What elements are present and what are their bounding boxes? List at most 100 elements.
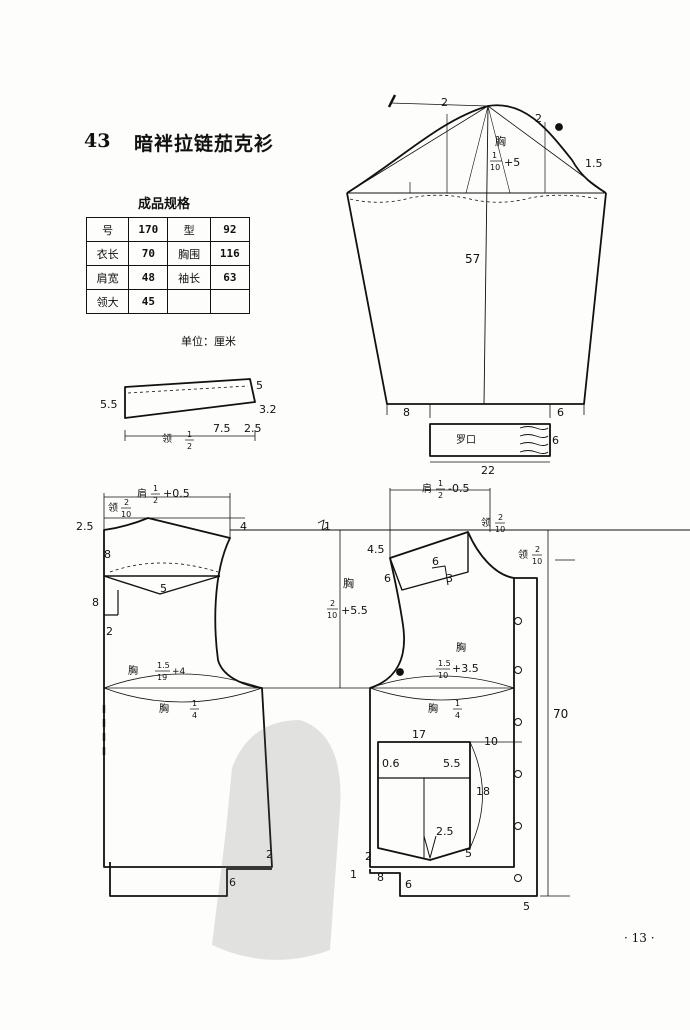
front-label: 胸 [428, 702, 438, 715]
collar-pattern [124, 378, 256, 441]
back-label: 2 [124, 498, 129, 507]
table-cell: 衣长 [85, 241, 130, 266]
back-outline [103, 517, 273, 868]
front-label: 4 [455, 711, 460, 720]
sleeve-label: 57 [465, 252, 480, 266]
back-chest-arc [103, 687, 263, 703]
pocket-depth-arc [469, 741, 483, 849]
sleeve-cap-guide [487, 105, 511, 194]
collar-label: 2 [187, 442, 192, 451]
back-label: 1 [192, 699, 197, 708]
table-cell: 170 [128, 217, 169, 242]
front-label: 2 [535, 545, 540, 554]
back-label: 8 [92, 596, 99, 609]
front-outline [369, 531, 515, 868]
front-label: 1 [350, 868, 357, 881]
table-row: 领大 45 [85, 289, 251, 314]
back-label: 领 [108, 501, 118, 514]
table-cell: 领大 [85, 289, 130, 314]
sleeve-cap-guide-right [487, 105, 607, 194]
back-label: +0.5 [163, 487, 190, 500]
back-label: 5 [160, 582, 167, 595]
front-yoke [389, 532, 469, 591]
sleeve-label: 8 [403, 406, 410, 419]
table-cell [167, 289, 211, 314]
back-pattern [102, 493, 273, 897]
front-label: 肩 [422, 482, 432, 495]
collar-label: 1 [187, 430, 192, 439]
back-rib [109, 862, 272, 897]
table-cell [209, 289, 251, 314]
sleeve-label: 1 [492, 151, 497, 160]
front-label: 70 [553, 707, 568, 721]
table-cell: 48 [128, 265, 169, 290]
sleeve-label: 10 [490, 163, 500, 172]
back-label: 19 [157, 673, 167, 682]
mid-label: 1 [324, 520, 331, 533]
back-label: 1 [153, 484, 158, 493]
sleeve-center-line [483, 105, 489, 405]
front-label: 6 [384, 572, 391, 585]
front-placket [514, 577, 538, 897]
back-label: +4 [172, 667, 186, 677]
collar-label: 2.5 [244, 422, 262, 435]
page-number: · 13 · [624, 931, 655, 945]
sleeve-cap-guide [465, 105, 489, 194]
back-label: 2.5 [76, 520, 94, 533]
front-label: 8 [377, 871, 384, 884]
front-label: 10 [484, 735, 498, 748]
back-label: 6 [229, 876, 236, 889]
front-pattern [369, 488, 538, 897]
front-label: 10 [495, 525, 505, 534]
front-pocket [377, 741, 471, 861]
sleeve-label: 2 [441, 96, 448, 109]
back-label: 胸 [128, 664, 138, 677]
front-label: 领 [481, 516, 491, 529]
back-label: 4 [192, 711, 197, 720]
back-label: 肩 [137, 487, 147, 500]
back-yoke-v [103, 575, 221, 595]
cuff-label: 6 [552, 434, 559, 447]
sleeve-label: 1.5 [585, 157, 603, 170]
front-label: 6 [432, 555, 439, 568]
table-cell: 肩宽 [85, 265, 130, 290]
front-label: 3 [446, 572, 453, 585]
back-label: 8 [104, 548, 111, 561]
front-chest-arc [369, 675, 515, 689]
back-label: 4 [240, 520, 247, 533]
back-label: 10 [121, 510, 131, 519]
front-label: 5 [465, 847, 472, 860]
collar-label: 领 [162, 432, 172, 445]
pdg-watermark [212, 720, 341, 960]
front-label: 2 [365, 850, 372, 863]
sleeve-label: 2 [535, 112, 542, 125]
table-row: 号 170 型 92 [85, 217, 251, 242]
sleeve-notch-dot [555, 123, 563, 131]
collar-label: 5 [256, 379, 263, 392]
table-cell: 45 [128, 289, 169, 314]
buttonhole-icon [514, 822, 522, 830]
mid-label: 胸 [343, 576, 354, 590]
front-label: 1 [455, 699, 460, 708]
cuff-rib-marks [519, 426, 549, 454]
front-label: 10 [532, 557, 542, 566]
front-label: -0.5 [448, 482, 469, 495]
cuff-label: 罗口 [456, 434, 476, 446]
front-label: 2 [498, 513, 503, 522]
back-yoke-dashed [109, 562, 219, 573]
front-label: +3.5 [452, 662, 479, 675]
buttonhole-icon [514, 666, 522, 674]
sleeve-outline [346, 192, 607, 405]
mid-label: +5.5 [341, 604, 368, 617]
front-label: 4.5 [367, 543, 385, 556]
collar-label: 3.2 [259, 403, 277, 416]
table-cell: 92 [209, 217, 251, 242]
back-side-notch [104, 590, 119, 616]
back-label: 1.5 [157, 661, 170, 670]
buttonhole-icon [514, 770, 522, 778]
front-label: 6 [405, 878, 412, 891]
sleeve-cap-curve [346, 104, 607, 194]
front-label: 0.6 [382, 757, 400, 770]
